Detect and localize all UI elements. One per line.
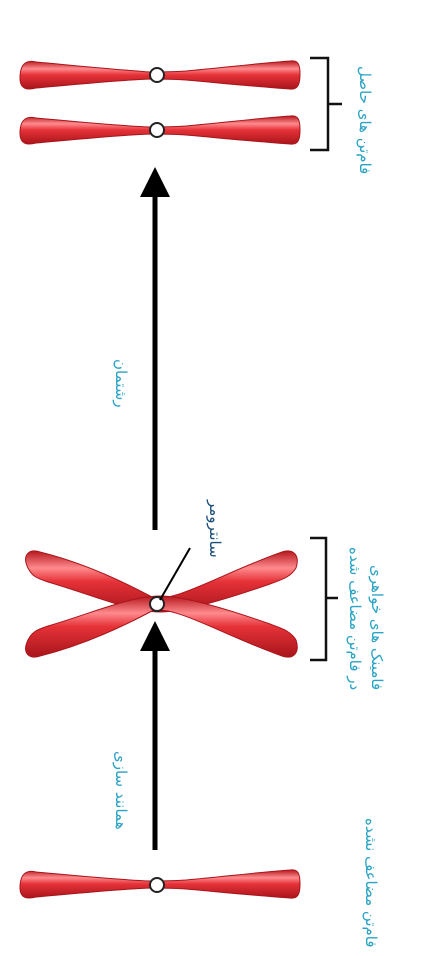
unduplicated-chromosome — [20, 870, 300, 898]
resulting-chromosome-1 — [20, 61, 300, 89]
bracket-sister-chromatids — [310, 538, 338, 660]
centromere-dot-2 — [150, 123, 164, 137]
label-sister-chromatids-line2: در فام‌تن مضاعف شده — [346, 500, 364, 690]
label-centromere: سانترومر — [206, 478, 224, 558]
label-separation: رشتمان — [112, 318, 130, 408]
label-unduplicated-chromosome: فام‌تن مضاعف نشده — [362, 768, 380, 948]
label-sister-chromatids-line1: فامینک های خواهری — [368, 500, 386, 690]
label-duplication: همانند سازی — [112, 710, 130, 830]
bracket-resulting — [310, 58, 342, 150]
resulting-chromosome-2 — [20, 116, 300, 144]
duplicated-chromosome — [26, 551, 298, 657]
label-resulting-chromosomes: فام‌تن های حاصل — [356, 14, 374, 174]
centromere-dot — [150, 597, 164, 611]
centromere-dot-bottom — [150, 878, 164, 892]
centromere-dot-1 — [150, 68, 164, 82]
